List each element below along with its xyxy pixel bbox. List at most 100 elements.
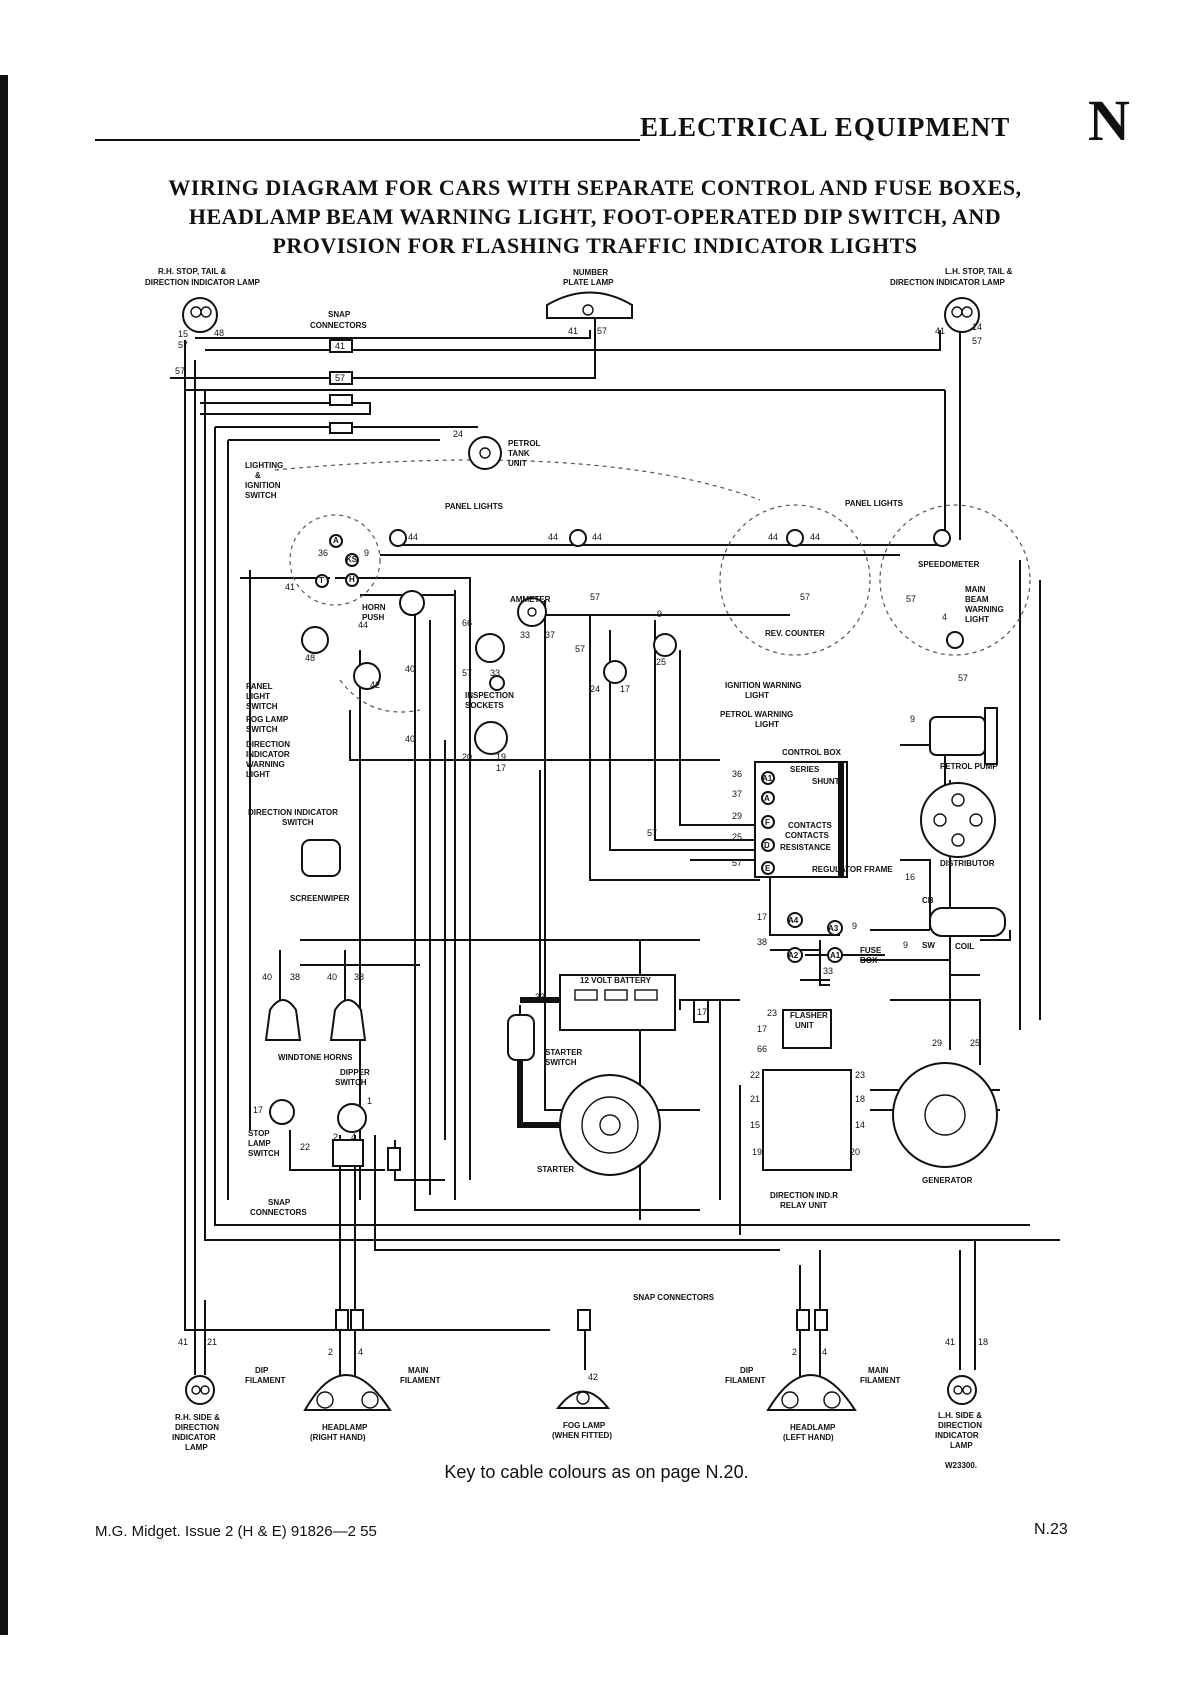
label-lh-side: LAMP bbox=[950, 1441, 973, 1450]
label-flasher-unit: FLASHER bbox=[790, 1011, 828, 1020]
terminal-number: 57 bbox=[906, 594, 916, 604]
speedometer bbox=[879, 504, 1031, 656]
label-fog-lamp: FOG LAMP bbox=[563, 1421, 606, 1430]
snap-connectors-top bbox=[329, 339, 353, 434]
switch-terminal-letter: A bbox=[333, 536, 339, 545]
label-stop-lamp-switch: LAMP bbox=[248, 1139, 271, 1148]
label-starter-switch: SWITCH bbox=[545, 1058, 577, 1067]
terminal-number: 21 bbox=[750, 1094, 760, 1104]
label-rh-side: INDICATOR bbox=[172, 1433, 216, 1442]
terminal-number: 41 bbox=[178, 1337, 188, 1347]
terminal-number: 2 bbox=[328, 1347, 333, 1357]
panel-light bbox=[569, 529, 587, 547]
stop-lamp-switch bbox=[269, 1099, 295, 1125]
binding-edge bbox=[0, 75, 8, 1635]
label-lighting-switch: LIGHTING bbox=[245, 461, 283, 470]
terminal-number: 40 bbox=[405, 664, 415, 674]
fuse-terminal-letter: A2 bbox=[788, 951, 799, 960]
control-terminal-letter: A1 bbox=[762, 774, 773, 783]
panel-light-switch bbox=[301, 626, 329, 654]
control-terminal-letter: A bbox=[764, 794, 770, 803]
terminal-number: 36 bbox=[732, 769, 742, 779]
panel-light bbox=[389, 529, 407, 547]
title-line: PROVISION FOR FLASHING TRAFFIC INDICATOR… bbox=[272, 233, 918, 258]
terminal-number: 48 bbox=[214, 328, 224, 338]
dashboard-outline bbox=[339, 679, 421, 713]
label-distributor: DISTRIBUTOR bbox=[940, 859, 995, 868]
label-control-box: CONTROL BOX bbox=[782, 748, 842, 757]
terminal-number: 15 bbox=[750, 1120, 760, 1130]
terminal-number: 25 bbox=[732, 832, 742, 842]
label-ref-code: W23300. bbox=[945, 1461, 977, 1470]
distributor bbox=[920, 782, 996, 858]
control-terminal-letter: F bbox=[765, 818, 770, 827]
label-direction-switch: SWITCH bbox=[282, 818, 314, 827]
label-stop-lamp-switch: SWITCH bbox=[248, 1149, 280, 1158]
terminal-number: 9 bbox=[657, 609, 662, 619]
lh-stop-tail-lamp bbox=[944, 297, 980, 333]
battery bbox=[559, 974, 676, 1031]
terminal-number: 2 bbox=[333, 1132, 338, 1142]
label-screenwiper: SCREENWIPER bbox=[290, 894, 350, 903]
fuse-17 bbox=[693, 999, 709, 1023]
terminal-number: 37 bbox=[545, 630, 555, 640]
starter-motor bbox=[559, 1074, 661, 1176]
label-direction-warning: LIGHT bbox=[246, 770, 270, 779]
lighting-ignition-switch bbox=[289, 514, 381, 606]
label-ignition-warning: LIGHT bbox=[745, 691, 769, 700]
label-dipper-switch: DIPPER bbox=[340, 1068, 370, 1077]
fuse-terminal-letter: A3 bbox=[828, 924, 839, 933]
terminal-number: 22 bbox=[300, 1142, 310, 1152]
terminal-number: 25 bbox=[656, 657, 666, 667]
terminal-number: 1 bbox=[367, 1096, 372, 1106]
label-direction-warning: WARNING bbox=[246, 760, 285, 769]
terminal-number: 41 bbox=[935, 326, 945, 336]
terminal-number: 14 bbox=[972, 322, 982, 332]
label-horn-push: PUSH bbox=[362, 613, 384, 622]
terminal-number: 57 bbox=[800, 592, 810, 602]
terminal-number: 18 bbox=[855, 1094, 865, 1104]
label-flasher-unit: UNIT bbox=[795, 1021, 814, 1030]
terminal-number: 38 bbox=[290, 972, 300, 982]
terminal-number: 9 bbox=[910, 714, 915, 724]
label-snap-connectors-left: SNAP bbox=[268, 1198, 291, 1207]
label-fog-lamp: (WHEN FITTED) bbox=[552, 1431, 612, 1440]
label-dip-filament-l: FILAMENT bbox=[725, 1376, 766, 1385]
label-lighting-switch: SWITCH bbox=[245, 491, 277, 500]
label-snap-connectors-left: CONNECTORS bbox=[250, 1208, 307, 1217]
label-dipper-switch: SWITCH bbox=[335, 1078, 367, 1087]
terminal-number: 2 bbox=[792, 1347, 797, 1357]
direction-indicator-relay-unit bbox=[762, 1069, 852, 1171]
flasher-unit bbox=[782, 1009, 832, 1049]
terminal-number: 42 bbox=[370, 680, 380, 690]
label-main-filament-r: FILAMENT bbox=[400, 1376, 441, 1385]
horn-right bbox=[329, 999, 367, 1041]
terminal-number: 19 bbox=[496, 752, 506, 762]
label-panel-light-switch: PANEL bbox=[246, 682, 273, 691]
petrol-pump bbox=[929, 707, 998, 765]
horn-push bbox=[399, 590, 425, 616]
label-rh-stop-tail: R.H. STOP, TAIL & bbox=[158, 267, 227, 276]
terminal-number: 66 bbox=[462, 618, 472, 628]
label-control-box-inner: SERIES bbox=[790, 765, 820, 774]
label-petrol-warning: LIGHT bbox=[755, 720, 779, 729]
terminal-number: 44 bbox=[408, 532, 418, 542]
label-headlamp-r: (RIGHT HAND) bbox=[310, 1433, 366, 1442]
title-line: WIRING DIAGRAM FOR CARS WITH SEPARATE CO… bbox=[168, 175, 1022, 200]
label-snap-connectors-bottom: SNAP CONNECTORS bbox=[633, 1293, 715, 1302]
terminal-number: 24 bbox=[590, 684, 600, 694]
terminal-number: 36 bbox=[318, 548, 328, 558]
label-headlamp-l: (LEFT HAND) bbox=[783, 1433, 834, 1442]
label-lh-side: DIRECTION bbox=[938, 1421, 982, 1430]
label-direction-switch: DIRECTION INDICATOR bbox=[248, 808, 338, 817]
terminal-number: 57 bbox=[175, 366, 185, 376]
switch-terminal-letter: KS bbox=[346, 555, 358, 564]
footer-publication: M.G. Midget. Issue 2 (H & E) 91826—2 55 bbox=[95, 1523, 377, 1540]
direction-indicator-warning-light bbox=[475, 633, 505, 663]
switch-terminal-letter: H bbox=[349, 575, 355, 584]
label-petrol-pump: PETROL PUMP bbox=[940, 762, 998, 771]
label-rh-stop-tail: DIRECTION INDICATOR LAMP bbox=[145, 278, 260, 287]
fuse-terminal-letter: A4 bbox=[788, 916, 799, 925]
label-panel-lights: PANEL LIGHTS bbox=[845, 499, 904, 508]
